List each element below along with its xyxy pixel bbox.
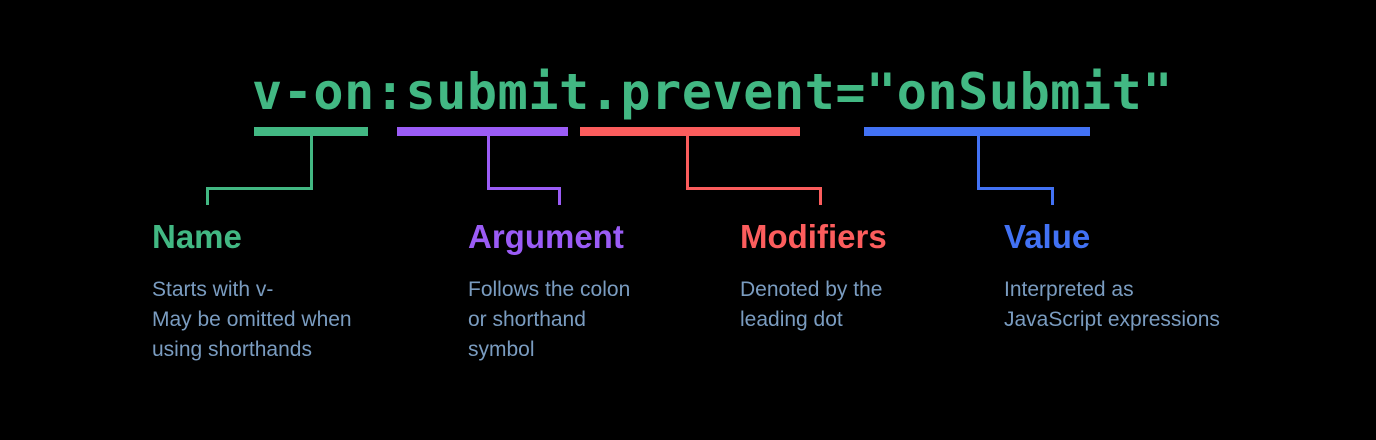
connector-value	[864, 127, 1090, 205]
connector-name	[206, 127, 368, 205]
connector-modifiers	[580, 127, 822, 205]
elbow-line-value	[977, 136, 1054, 205]
underline-bar-argument	[397, 127, 568, 136]
annotation-argument: Argument Follows the colon or shorthand …	[468, 218, 728, 365]
annotation-modifiers: Modifiers Denoted by the leading dot	[740, 218, 990, 335]
annotation-title-argument: Argument	[468, 218, 624, 255]
annotation-title-name: Name	[152, 218, 242, 255]
annotation-description-modifiers: Denoted by the leading dot	[740, 278, 883, 331]
directive-code-expression: v-on:submit.prevent="onSubmit"	[252, 63, 1174, 121]
annotation-value: Value Interpreted as JavaScript expressi…	[1004, 218, 1344, 335]
annotation-title-value: Value	[1004, 218, 1091, 255]
annotation-title-modifiers: Modifiers	[740, 218, 887, 255]
underline-bar-name	[254, 127, 368, 136]
connector-argument	[397, 127, 568, 205]
underline-bar-value	[864, 127, 1090, 136]
annotation-description-argument: Follows the colon or shorthand symbol	[468, 278, 631, 361]
elbow-line-argument	[487, 136, 561, 205]
annotation-description-value: Interpreted as JavaScript expressions	[1004, 278, 1220, 331]
elbow-line-name	[206, 136, 313, 205]
annotation-name: Name Starts with v- May be omitted when …	[152, 218, 452, 365]
underline-bar-modifiers	[580, 127, 800, 136]
annotation-description-name: Starts with v- May be omitted when using…	[152, 278, 352, 361]
elbow-line-modifiers	[686, 136, 822, 205]
